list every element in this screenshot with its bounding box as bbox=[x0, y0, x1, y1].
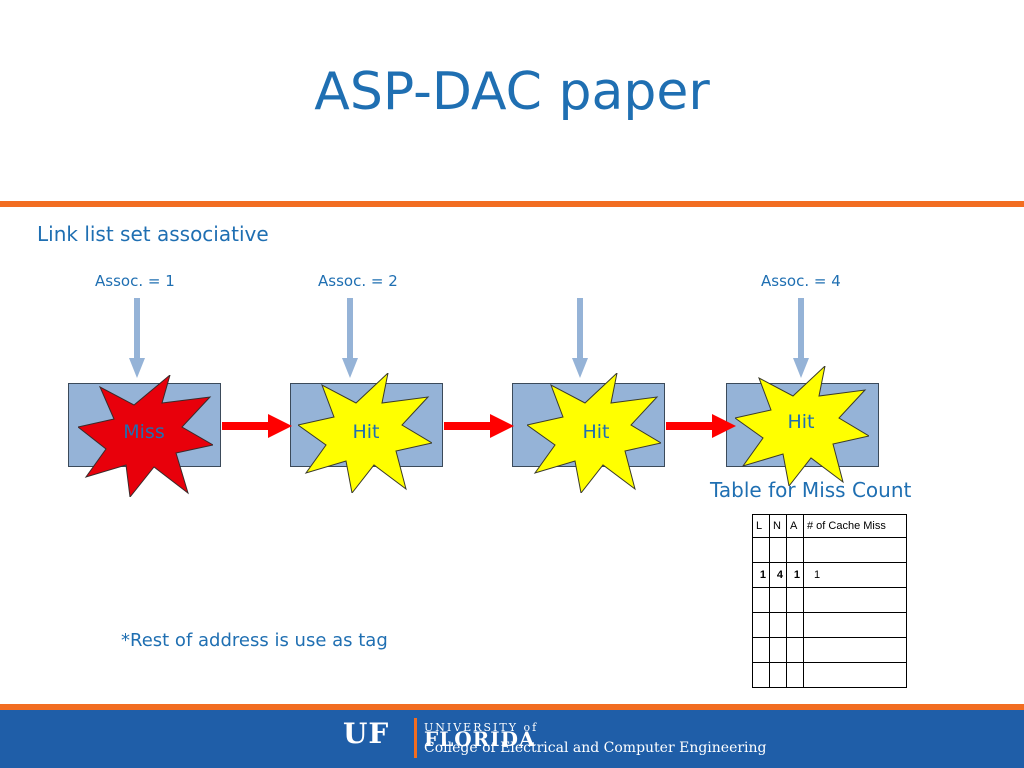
college-name: College of Electrical and Computer Engin… bbox=[424, 740, 767, 756]
uf-logo: UF bbox=[343, 717, 390, 750]
university-of-label: UNIVERSITY of bbox=[424, 721, 539, 734]
hit-burst-2 bbox=[527, 373, 661, 493]
down-arrow-3 bbox=[572, 298, 588, 378]
assoc-label-1: Assoc. = 1 bbox=[95, 272, 175, 290]
link-arrow-3 bbox=[666, 414, 736, 438]
header-cache-miss: # of Cache Miss bbox=[803, 514, 907, 538]
cell-a bbox=[786, 612, 804, 638]
cell-miss: 1 bbox=[803, 562, 907, 588]
cell-l: 1 bbox=[752, 562, 770, 588]
header-divider bbox=[0, 201, 1024, 207]
table-row bbox=[752, 662, 907, 688]
florida-wordmark: FLORIDA bbox=[424, 727, 536, 751]
cell-a bbox=[786, 537, 804, 563]
table-row: 1 4 1 1 bbox=[752, 562, 907, 588]
assoc-label-2: Assoc. = 2 bbox=[318, 272, 398, 290]
cell-n: 4 bbox=[769, 562, 787, 588]
cell-a bbox=[786, 637, 804, 663]
slide-title: ASP-DAC paper bbox=[314, 62, 710, 122]
miss-burst bbox=[78, 375, 213, 497]
hit-label-2: Hit bbox=[582, 421, 610, 443]
hit-label-3: Hit bbox=[787, 411, 815, 433]
footer-band bbox=[0, 710, 1024, 768]
cell-n bbox=[769, 612, 787, 638]
cell-miss bbox=[803, 662, 907, 688]
hit-burst-3 bbox=[735, 366, 869, 486]
assoc-label-4: Assoc. = 4 bbox=[761, 272, 841, 290]
cell-l bbox=[752, 662, 770, 688]
table-caption: Table for Miss Count bbox=[710, 478, 912, 502]
cell-n bbox=[769, 537, 787, 563]
down-arrow-4 bbox=[793, 298, 809, 378]
hit-label-1: Hit bbox=[352, 421, 380, 443]
cell-miss bbox=[803, 612, 907, 638]
cell-l bbox=[752, 637, 770, 663]
cell-l bbox=[752, 612, 770, 638]
footer-divider bbox=[0, 704, 1024, 710]
cell-l bbox=[752, 587, 770, 613]
link-arrow-2 bbox=[444, 414, 514, 438]
slide-subtitle: Link list set associative bbox=[37, 222, 269, 246]
table-row bbox=[752, 587, 907, 613]
cell-a bbox=[786, 662, 804, 688]
cell-a: 1 bbox=[786, 562, 804, 588]
cell-miss bbox=[803, 537, 907, 563]
cell-a bbox=[786, 587, 804, 613]
cell-miss bbox=[803, 637, 907, 663]
hit-burst-1 bbox=[298, 373, 432, 493]
header-n: N bbox=[769, 514, 787, 538]
cell-n bbox=[769, 662, 787, 688]
table-row bbox=[752, 637, 907, 663]
miss-count-table: L N A # of Cache Miss 1 4 1 1 bbox=[752, 514, 907, 688]
table-row bbox=[752, 537, 907, 563]
table-header-row: L N A # of Cache Miss bbox=[752, 514, 907, 538]
cell-n bbox=[769, 587, 787, 613]
down-arrow-2 bbox=[342, 298, 358, 378]
header-a: A bbox=[786, 514, 804, 538]
tag-note: *Rest of address is use as tag bbox=[121, 630, 388, 651]
cell-n bbox=[769, 637, 787, 663]
down-arrow-1 bbox=[129, 298, 145, 378]
header-l: L bbox=[752, 514, 770, 538]
cell-miss bbox=[803, 587, 907, 613]
logo-divider bbox=[414, 718, 417, 758]
miss-label: Miss bbox=[123, 421, 165, 443]
link-arrow-1 bbox=[222, 414, 292, 438]
cell-l bbox=[752, 537, 770, 563]
table-row bbox=[752, 612, 907, 638]
